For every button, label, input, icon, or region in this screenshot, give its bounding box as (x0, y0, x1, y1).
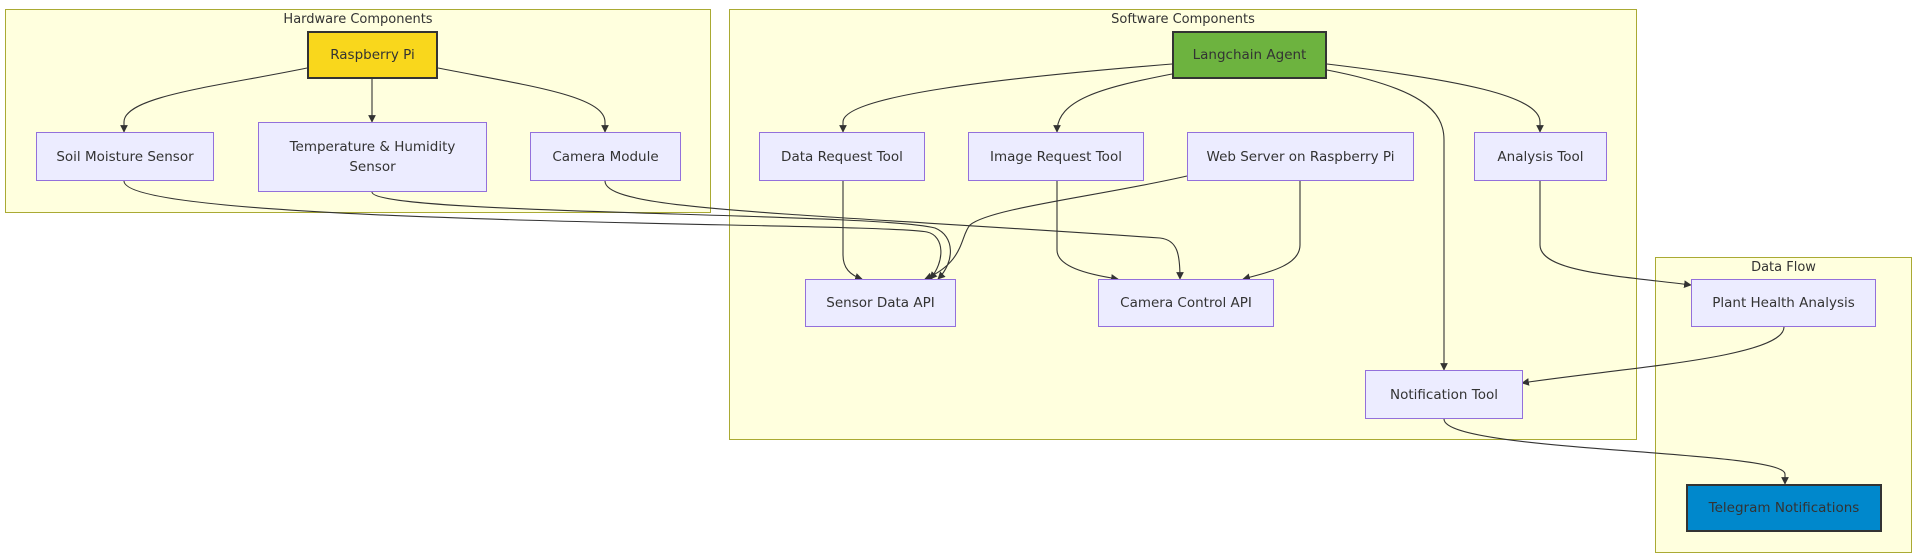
node-camera-module[interactable]: Camera Module (530, 132, 681, 181)
node-analysis-tool[interactable]: Analysis Tool (1474, 132, 1607, 181)
node-label: Telegram Notifications (1708, 500, 1860, 516)
cluster-title-data-flow: Data Flow (1751, 260, 1816, 275)
node-label: Notification Tool (1390, 386, 1498, 403)
node-notification-tool[interactable]: Notification Tool (1365, 370, 1523, 419)
node-sensor-data-api[interactable]: Sensor Data API (805, 279, 956, 327)
cluster-title-hardware: Hardware Components (283, 12, 433, 27)
node-raspberry-pi[interactable]: Raspberry Pi (307, 31, 438, 79)
node-label: Web Server on Raspberry Pi (1206, 148, 1395, 165)
node-label: Raspberry Pi (330, 47, 415, 63)
node-data-request-tool[interactable]: Data Request Tool (759, 132, 925, 181)
node-label: Temperature & Humidity Sensor (289, 139, 456, 175)
node-langchain-agent[interactable]: Langchain Agent (1172, 31, 1327, 79)
node-label: Soil Moisture Sensor (56, 148, 194, 165)
node-label: Plant Health Analysis (1712, 295, 1855, 311)
node-label: Langchain Agent (1192, 47, 1307, 63)
node-temperature-humidity-sensor[interactable]: Temperature & Humidity Sensor (258, 122, 487, 192)
node-label: Analysis Tool (1497, 148, 1584, 165)
node-soil-moisture-sensor[interactable]: Soil Moisture Sensor (36, 132, 214, 181)
node-camera-control-api[interactable]: Camera Control API (1098, 279, 1274, 327)
node-label: Camera Control API (1120, 295, 1252, 311)
node-telegram-notifications[interactable]: Telegram Notifications (1686, 484, 1882, 532)
node-label: Image Request Tool (990, 148, 1122, 165)
node-plant-health-analysis[interactable]: Plant Health Analysis (1691, 279, 1876, 327)
node-image-request-tool[interactable]: Image Request Tool (968, 132, 1144, 181)
cluster-title-software: Software Components (1111, 12, 1255, 27)
node-label: Data Request Tool (781, 148, 903, 165)
node-label: Camera Module (552, 148, 659, 165)
node-web-server[interactable]: Web Server on Raspberry Pi (1187, 132, 1414, 181)
node-label: Sensor Data API (826, 295, 935, 311)
